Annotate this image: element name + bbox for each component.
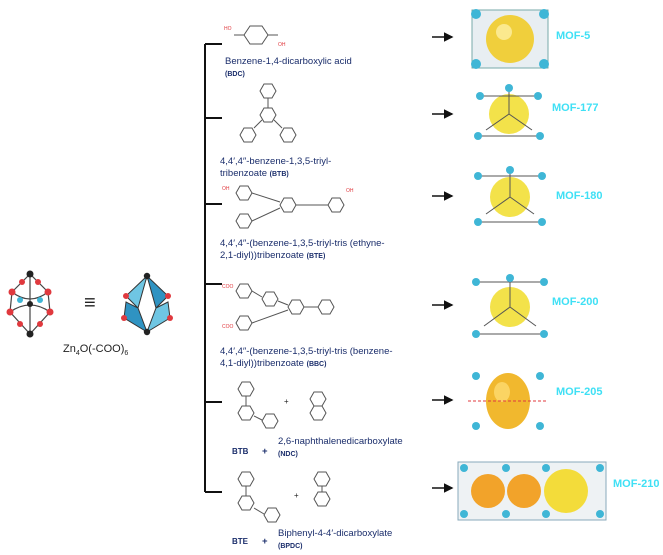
zn4o-cluster-polyhedra bbox=[118, 268, 176, 340]
linker-btb-abbr: (BTB) bbox=[269, 171, 289, 178]
zn4o-cluster-ball-stick bbox=[2, 268, 58, 340]
linker-btb-name: 4,4′,4″-benzene-1,3,5-triyl-tribenzoate bbox=[220, 156, 332, 179]
svg-text:+: + bbox=[284, 397, 289, 406]
mixed-1-left: BTB bbox=[232, 447, 249, 456]
mixed-2-left: BTE bbox=[232, 537, 248, 546]
mof-5-label: MOF-5 bbox=[556, 30, 591, 42]
equivalence-symbol: ≡ bbox=[84, 292, 96, 314]
mixed-1-plus: + bbox=[262, 446, 268, 457]
svg-text:COO: COO bbox=[222, 284, 234, 290]
bdc-structure: HO OH bbox=[224, 25, 286, 48]
mof-210-structure bbox=[457, 461, 607, 521]
formula-prefix: Zn bbox=[63, 343, 76, 355]
svg-text:COO: COO bbox=[222, 324, 234, 330]
mixed-2-plus: + bbox=[262, 536, 268, 547]
bte-structure: OH OH bbox=[222, 185, 354, 229]
svg-text:HO: HO bbox=[224, 26, 232, 32]
mixed-2-label: Biphenyl-4-4′-dicarboxylate (BPDC) bbox=[278, 528, 438, 553]
svg-text:+: + bbox=[294, 491, 299, 500]
linker-bte-abbr: (BTE) bbox=[306, 253, 326, 260]
svg-text:OH: OH bbox=[278, 42, 286, 48]
mof-205-structure bbox=[468, 372, 548, 430]
formula-sub1: 4 bbox=[75, 350, 80, 358]
linker-bbc-label: 4,4′,4″-(benzene-1,3,5-triyl-tris (benze… bbox=[220, 346, 400, 371]
mof-210-label: MOF-210 bbox=[613, 478, 660, 490]
linker-bbc-name: 4,4′,4″-(benzene-1,3,5-triyl-tris (benze… bbox=[220, 346, 393, 369]
svg-text:OH: OH bbox=[222, 186, 230, 192]
mof-180-structure bbox=[474, 166, 546, 226]
mof-177-structure bbox=[474, 84, 544, 140]
linker-bdc-abbr: (BDC) bbox=[225, 71, 245, 78]
btb-structure bbox=[239, 83, 297, 143]
mof-177-label: MOF-177 bbox=[552, 102, 599, 114]
linker-bdc-label: Benzene-1,4-dicarboxylic acid (BDC) bbox=[225, 56, 365, 81]
ndc-name: 2,6-naphthalenedicarboxylate bbox=[278, 436, 403, 447]
bbc-structure: COO COO bbox=[222, 283, 335, 331]
btb-ndc-structures: + bbox=[237, 381, 327, 429]
mof-200-structure bbox=[472, 274, 548, 338]
mof-205-label: MOF-205 bbox=[556, 386, 603, 398]
linker-bte-label: 4,4′,4″-(benzene-1,3,5-triyl-tris (ethyn… bbox=[220, 238, 395, 263]
bte-bpdc-structures: + bbox=[237, 471, 331, 523]
svg-text:OH: OH bbox=[346, 188, 354, 194]
linker-bbc-abbr: (BBC) bbox=[306, 361, 327, 368]
mof-180-label: MOF-180 bbox=[556, 190, 603, 202]
linker-bte-name: 4,4′,4″-(benzene-1,3,5-triyl-tris (ethyn… bbox=[220, 238, 385, 261]
mixed-1-label: 2,6-naphthalenedicarboxylate (NDC) bbox=[278, 436, 438, 461]
formula-sub2: 6 bbox=[124, 350, 129, 358]
ndc-abbr: (NDC) bbox=[278, 451, 298, 458]
bpdc-name: Biphenyl-4-4′-dicarboxylate bbox=[278, 528, 393, 539]
mof-5-structure bbox=[471, 9, 549, 69]
mof-200-label: MOF-200 bbox=[552, 296, 599, 308]
linker-bdc-name: Benzene-1,4-dicarboxylic acid bbox=[225, 56, 352, 67]
formula-mid: O(-COO) bbox=[79, 343, 125, 355]
linker-btb-label: 4,4′,4″-benzene-1,3,5-triyl-tribenzoate … bbox=[220, 156, 350, 181]
node-formula: Zn4O(-COO)6 bbox=[63, 343, 128, 357]
bpdc-abbr: (BPDC) bbox=[278, 543, 303, 550]
